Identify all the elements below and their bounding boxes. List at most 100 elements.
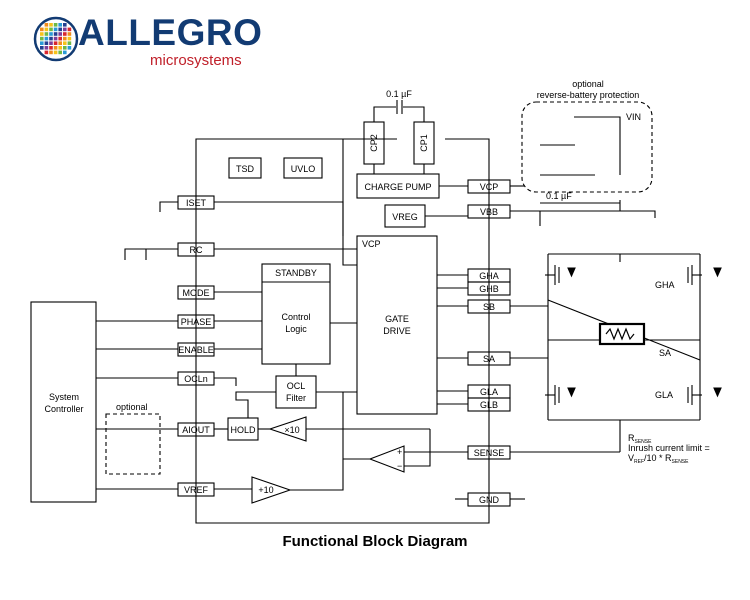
pin-gha-label: GHA (479, 271, 499, 281)
uvlo-block (283, 157, 323, 179)
logo-globe-cell (58, 50, 62, 55)
pin-sense-label: SENSE (474, 448, 505, 458)
logo-globe-cell (44, 50, 49, 55)
amp-plus10-triangle (251, 476, 292, 504)
pin-sb-label: SB (483, 302, 495, 312)
cp2-label: CP2 (369, 134, 379, 152)
reverse-battery-box (521, 101, 653, 193)
system-controller-label-2: Controller (44, 404, 83, 414)
amp-plus10-label: +10 (258, 485, 273, 495)
logo-globe-cell (58, 23, 62, 27)
logo-globe-cell (44, 27, 49, 32)
logo-subtitle: microsystems (150, 52, 242, 69)
pin-gnd-label: GND (479, 495, 500, 505)
logo-globe-cell (49, 32, 53, 36)
optional-filter-box (105, 413, 161, 475)
logo-globe-cell (40, 46, 44, 50)
logo-wordmark: ALLEGRO (78, 12, 263, 53)
bridge-transistors (545, 265, 722, 405)
reverse-battery-label-1: optional (572, 79, 604, 89)
logo-globe-cell (49, 41, 53, 45)
vreg-label: VREG (392, 212, 418, 222)
logo-globe-cell (53, 23, 58, 27)
logo-globe-cell (49, 23, 53, 27)
tsd-label: TSD (236, 164, 255, 174)
logo-globe-cell (53, 41, 58, 45)
bridge-sa-label: SA (659, 348, 671, 358)
logo-globe-cell (63, 36, 67, 41)
pin-vref-label: VREF (184, 485, 209, 495)
logo-globe-cell (44, 32, 49, 36)
comp-minus-label: − (397, 461, 402, 471)
logo-globe-cell (67, 27, 72, 32)
optional-left-label: optional (116, 402, 148, 412)
logo-globe-cell (44, 41, 49, 45)
logo-globe-cell (40, 41, 44, 45)
logo-globe-cell (53, 27, 58, 32)
bridge-gha-label: GHA (655, 280, 675, 290)
ic-outline-left (195, 138, 490, 524)
inrush-label-1: Inrush current limit = (628, 443, 710, 453)
ocl-filter-label-1: OCL (287, 381, 306, 391)
logo-globe-cell (63, 27, 67, 32)
logo-globe-cell (58, 41, 62, 45)
control-logic-label-2: Logic (285, 324, 307, 334)
pin-ghb-label: GHB (479, 284, 499, 294)
uvlo-label: UVLO (291, 164, 316, 174)
logo-globe-cell (67, 46, 72, 50)
pin-vbb-label: VBB (480, 207, 498, 217)
pin-vcp-label: VCP (480, 182, 499, 192)
charge-pump-label: CHARGE PUMP (364, 182, 431, 192)
logo-globe-cell (53, 46, 58, 50)
control-logic-label-1: Control (281, 312, 310, 322)
logo-globe-cell (44, 46, 49, 50)
tsd-block (228, 157, 262, 179)
pin-glb-label: GLB (480, 400, 498, 410)
pin-gla-label: GLA (480, 387, 498, 397)
pin-ocln-label: OCLn (184, 374, 208, 384)
amp-x10-label: ×10 (284, 425, 299, 435)
logo-globe-cell (49, 50, 53, 55)
logo-globe-cell (53, 36, 58, 41)
reverse-battery-label-2: reverse-battery protection (537, 90, 640, 100)
logo-globe-cell (40, 27, 44, 32)
logo-globe-cell (58, 32, 62, 36)
rsense-label: RSENSE (628, 433, 652, 445)
pin-rc-label: RC (190, 245, 203, 255)
standby-label: STANDBY (275, 268, 317, 278)
pin-sa-label: SA (483, 354, 495, 364)
logo-globe-cell (49, 46, 53, 50)
bridge-gla-label: GLA (655, 390, 673, 400)
pin-mode-label: MODE (183, 288, 210, 298)
inrush-label-2: VREF/10 * RSENSE (628, 453, 689, 465)
logo-globe-cell (63, 32, 67, 36)
cp1-label: CP1 (419, 134, 429, 152)
logo-globe-cell (63, 46, 67, 50)
logo-globe-cell (63, 23, 67, 27)
pin-aiout-label: AIOUT (182, 425, 210, 435)
comp-plus-label: + (397, 447, 402, 457)
logo-globe-cell (40, 32, 44, 36)
gate-drive-block (356, 235, 438, 415)
diagram-caption: Functional Block Diagram (282, 533, 467, 550)
logo-globe-cell (67, 36, 72, 41)
logo-globe-cell (58, 27, 62, 32)
logo-globe-cell (53, 50, 58, 55)
cap-vbb-label: 0.1 µF (546, 191, 572, 201)
comparator-triangle (368, 445, 405, 473)
ic-outline-right (445, 138, 490, 187)
logo-globe-cell (44, 23, 49, 27)
gate-drive-label-2: DRIVE (383, 326, 411, 336)
logo-globe-cell (67, 32, 72, 36)
ocl-filter-label-2: Filter (286, 393, 306, 403)
pin-phase-label: PHASE (181, 317, 212, 327)
vin-label: VIN (626, 112, 641, 122)
vcp-internal-label: VCP (362, 239, 381, 249)
hold-label: HOLD (230, 425, 256, 435)
logo-globe-icon (33, 16, 79, 62)
motor-icon (598, 322, 646, 346)
logo-globe-cell (49, 36, 53, 41)
logo-globe-cell (63, 50, 67, 55)
pin-iset-label: ISET (186, 198, 207, 208)
